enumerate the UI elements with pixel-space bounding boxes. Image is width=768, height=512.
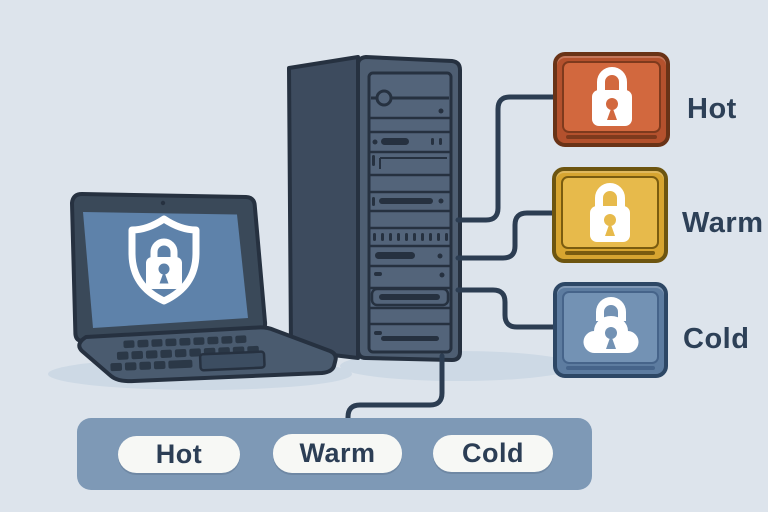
tier-label-warm: Warm bbox=[682, 207, 764, 239]
laptop-trackpad bbox=[198, 350, 266, 372]
tier-box-cold-face bbox=[562, 291, 659, 364]
server-dot bbox=[438, 198, 444, 204]
server-dash bbox=[374, 272, 382, 276]
server-vents bbox=[373, 233, 448, 241]
server-dot bbox=[439, 272, 445, 278]
webcam-dot bbox=[160, 200, 166, 206]
connector-bottom-bar bbox=[345, 353, 445, 427]
server-dash bbox=[374, 331, 382, 335]
server-tick bbox=[372, 155, 375, 166]
tier-label-hot: Hot bbox=[687, 93, 737, 125]
server-slot bbox=[381, 138, 409, 145]
laptop-keyboard bbox=[110, 335, 266, 372]
connector-warm bbox=[455, 210, 558, 261]
server-slot bbox=[375, 252, 415, 259]
tier-box-cold bbox=[553, 282, 668, 378]
server-slot bbox=[379, 294, 440, 300]
server-bay-panel bbox=[367, 71, 453, 354]
bottom-pill-cold: Cold bbox=[433, 435, 553, 472]
server-tick bbox=[372, 197, 375, 206]
server-side-panel bbox=[287, 55, 360, 360]
tier-box-warm bbox=[552, 167, 668, 263]
connector-hot bbox=[455, 94, 559, 223]
tier-label-cold: Cold bbox=[683, 323, 750, 355]
server-dot bbox=[438, 108, 444, 114]
server-slot bbox=[379, 198, 433, 204]
padlock-icon bbox=[591, 67, 632, 126]
server-dot bbox=[372, 139, 378, 145]
bottom-pill-warm: Warm bbox=[273, 434, 402, 473]
padlock-icon bbox=[590, 182, 630, 242]
bottom-pill-hot: Hot bbox=[118, 436, 240, 473]
bottom-tier-bar: Hot Warm Cold bbox=[77, 418, 592, 490]
tier-box-hot-face bbox=[562, 61, 661, 133]
server-tick bbox=[439, 138, 442, 145]
shield-lock-icon bbox=[128, 215, 200, 305]
cloud-lock-icon bbox=[582, 296, 639, 353]
tier-box-cold-lip bbox=[566, 366, 655, 370]
tier-box-hot-lip bbox=[566, 135, 657, 139]
connector-lines bbox=[345, 94, 559, 427]
server-bracket bbox=[379, 157, 447, 169]
tier-box-warm-lip bbox=[565, 251, 655, 255]
server-tower bbox=[287, 55, 462, 362]
connector-cold bbox=[455, 287, 559, 330]
laptop bbox=[70, 192, 338, 384]
server-inset bbox=[370, 287, 450, 307]
tier-box-hot bbox=[553, 52, 670, 147]
server-tick bbox=[431, 138, 434, 145]
tier-box-warm-face bbox=[561, 176, 659, 249]
server-slot bbox=[381, 336, 439, 341]
server-dot bbox=[437, 253, 443, 259]
server-knob bbox=[375, 89, 393, 107]
